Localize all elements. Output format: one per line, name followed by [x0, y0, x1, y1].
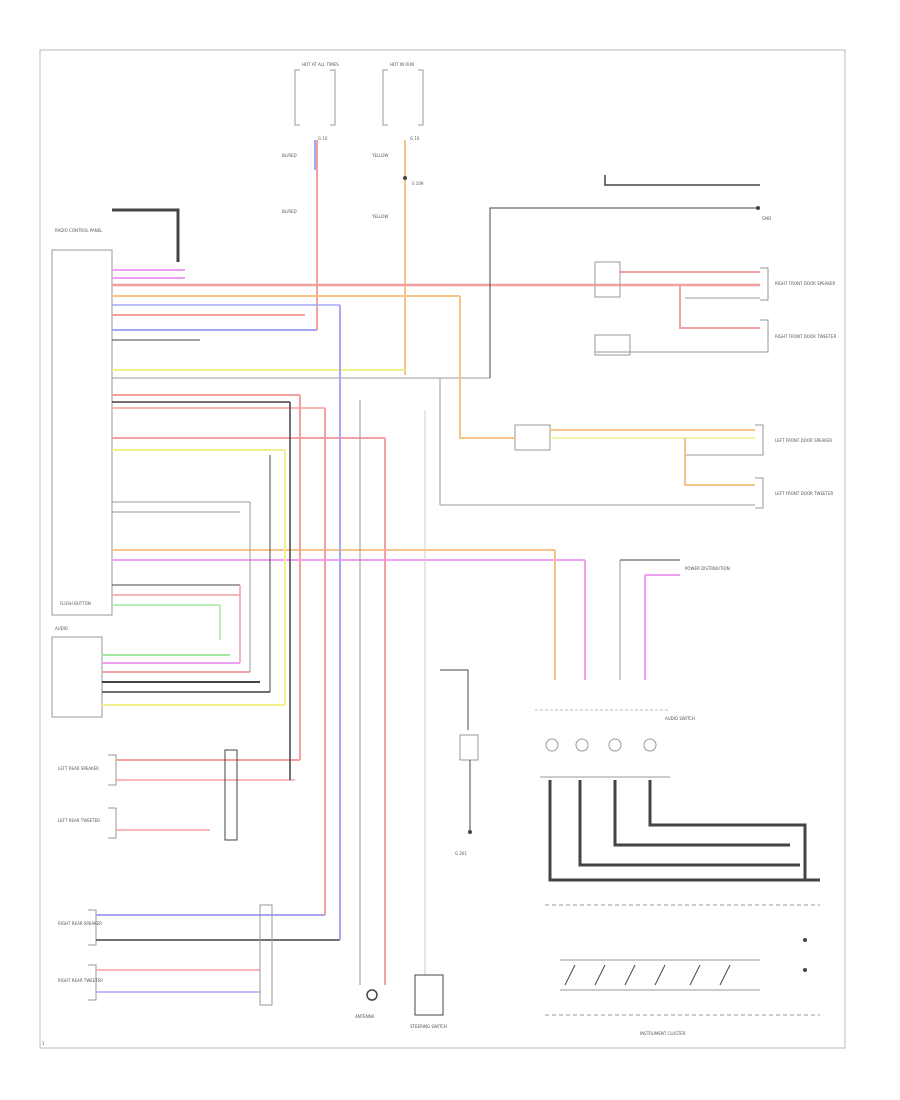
svg-text:RIGHT FRONT DOOR TWEETER: RIGHT FRONT DOOR TWEETER: [775, 334, 837, 339]
audio-harness: [102, 654, 285, 706]
svg-text:STEERING SWITCH: STEERING SWITCH: [410, 1024, 447, 1029]
svg-text:FLUSH BUTTON: FLUSH BUTTON: [60, 601, 91, 606]
rf-crossover-2: [594, 334, 631, 356]
top-connector-right-name: HOT IN RUN: [390, 62, 414, 67]
radio-control-box: [51, 249, 113, 616]
audio-unit-box: [51, 636, 103, 718]
right-ground-splice: [756, 206, 760, 210]
svg-text:POWER DISTRIBUTION: POWER DISTRIBUTION: [685, 566, 730, 571]
svg-text:AUDIO: AUDIO: [55, 626, 68, 631]
top-connector-right-pin: G 10: [410, 136, 420, 141]
radio-control-label: RADIO CONTROL PANEL: [55, 228, 103, 233]
right-rear-tweeter: RIGHT REAR TWEETER: [58, 964, 103, 1001]
svg-text:RIGHT FRONT DOOR SPEAKER: RIGHT FRONT DOOR SPEAKER: [775, 281, 836, 286]
right-front-tweeter: RIGHT FRONT DOOR TWEETER: [760, 319, 837, 353]
antenna-symbol: [366, 989, 378, 1001]
svg-text:RIGHT REAR SPEAKER: RIGHT REAR SPEAKER: [58, 921, 102, 926]
wire-lf-spk-orange: [459, 296, 515, 439]
footer-code: 1: [42, 1041, 45, 1046]
top-connector-left-name: HOT AT ALL TIMES: [302, 62, 339, 67]
right-speaker-feed-2: [489, 207, 760, 378]
wire-rf-tweet-red: [679, 285, 760, 329]
svg-text:RIGHT REAR TWEETER: RIGHT REAR TWEETER: [58, 978, 103, 983]
radio-ground-wire: [112, 208, 180, 262]
left-front-speaker: LEFT FRONT DOOR SPEAKER: [755, 424, 832, 456]
wire-label-bl-red-2: BL/RED: [282, 209, 297, 214]
svg-text:AUDIO SWITCH: AUDIO SWITCH: [665, 716, 695, 721]
splice-top: [403, 176, 407, 180]
steering-box: [414, 974, 444, 1016]
svg-text:LEFT REAR SPEAKER: LEFT REAR SPEAKER: [58, 766, 99, 771]
svg-text:G 201: G 201: [455, 851, 467, 856]
g201-box: [459, 734, 479, 761]
svg-text:LEFT FRONT DOOR SPEAKER: LEFT FRONT DOOR SPEAKER: [775, 438, 832, 443]
top-connector-left-pin: G 10: [318, 136, 328, 141]
top-connector-right: HOT IN RUN G 10: [382, 62, 424, 141]
left-rear-tweeter: LEFT REAR TWEETER: [58, 807, 117, 839]
cluster-switches: [560, 959, 760, 991]
diagram-frame: [39, 49, 846, 1049]
lf-crossover: [514, 424, 551, 451]
rr-connector: [259, 904, 273, 1006]
svg-text:ANTENNA: ANTENNA: [355, 1014, 375, 1019]
right-front-speaker: RIGHT FRONT DOOR SPEAKER: [760, 267, 836, 301]
left-rear-speaker: LEFT REAR SPEAKER: [58, 754, 117, 786]
right-rear-speaker: RIGHT REAR SPEAKER: [58, 909, 102, 946]
wire-label-yel-1: YELLOW: [371, 153, 388, 158]
left-front-tweeter: LEFT FRONT DOOR TWEETER: [755, 477, 833, 509]
right-speaker-feed: [604, 175, 760, 186]
wire-label-bl-red-1: BL/RED: [282, 153, 297, 158]
svg-text:LEFT FRONT DOOR TWEETER: LEFT FRONT DOOR TWEETER: [775, 491, 833, 496]
radio-harness: [112, 269, 760, 606]
right-splice-label: GND: [762, 216, 771, 221]
rf-crossover: [594, 261, 621, 298]
svg-text:LEFT REAR TWEETER: LEFT REAR TWEETER: [58, 818, 100, 823]
splice-top-label: S 109: [412, 181, 424, 186]
lr-connector: [224, 749, 238, 841]
top-connector-left: HOT AT ALL TIMES G 10: [294, 62, 339, 141]
svg-text:INSTRUMENT CLUSTER: INSTRUMENT CLUSTER: [640, 1031, 686, 1036]
wire-label-yel-2: YELLOW: [371, 214, 388, 219]
